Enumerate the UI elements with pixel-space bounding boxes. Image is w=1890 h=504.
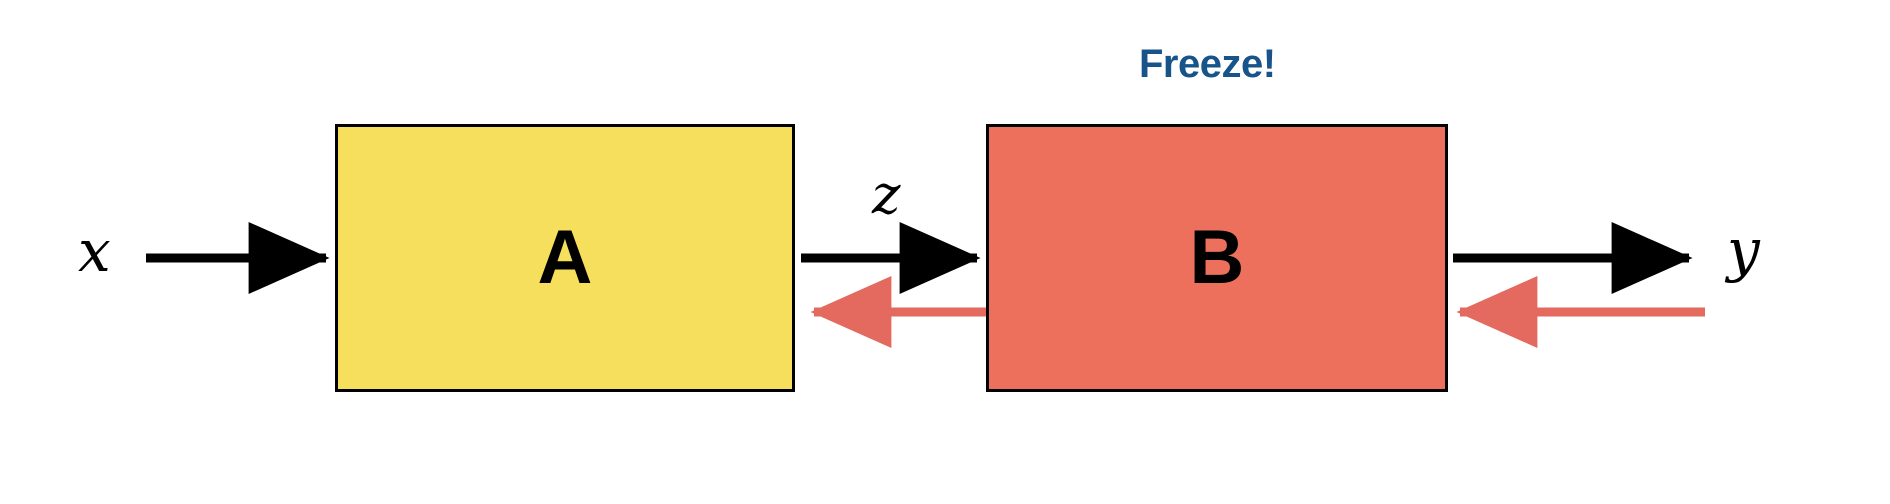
signal-label-x: x: [78, 217, 111, 285]
freeze-annotation: Freeze!: [1139, 42, 1276, 86]
block-a-label: A: [537, 215, 593, 300]
block-b[interactable]: B: [986, 124, 1448, 392]
block-b-label: B: [1189, 215, 1245, 300]
block-a[interactable]: A: [335, 124, 795, 392]
signal-label-z: z: [872, 163, 901, 226]
signal-label-y: y: [1727, 216, 1760, 284]
